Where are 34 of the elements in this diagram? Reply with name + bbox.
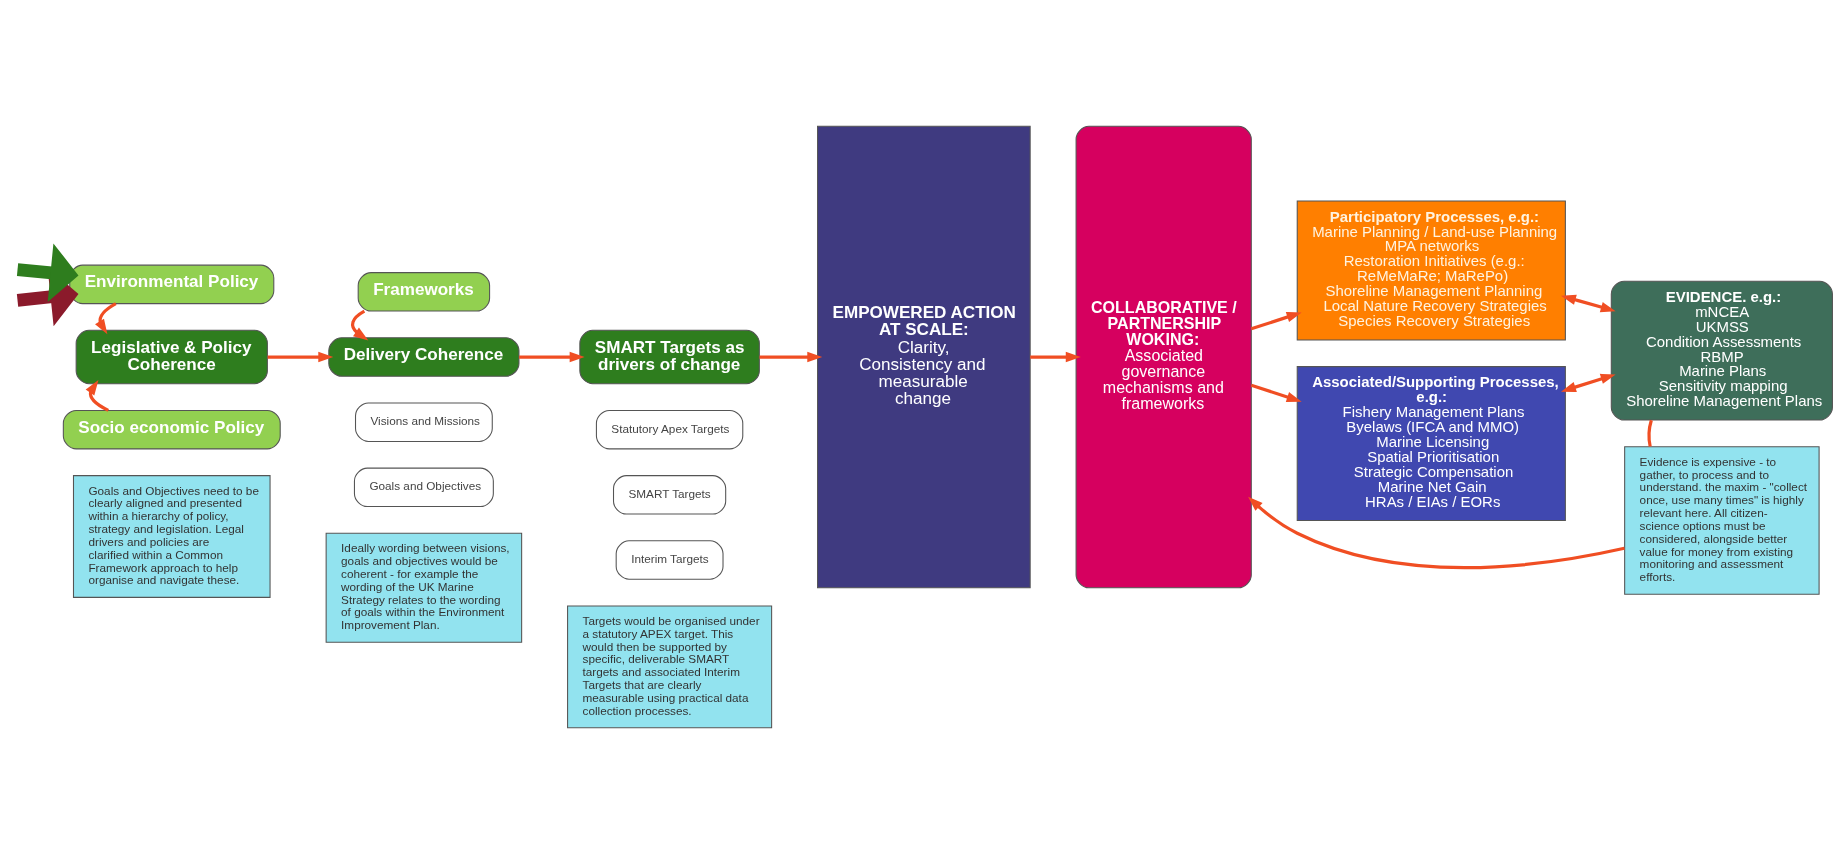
node-box: Goals and Objectives need to be clearly aligned and presented within a hierarchy of policy, strategy and legislation. Legal drivers and policies are clarified within a Common Framework approach to help organise and navigate these. (72, 474, 271, 598)
node-box: Targets would be organised under a statutory APEX target. This would then be supported by specific, deliverable SMART targets and associated Interim Targets that are clearly measurable using practical data collection processes. (566, 604, 772, 728)
node-box: Delivery Coherence (327, 336, 519, 377)
node-box: Frameworks (357, 271, 490, 312)
node-box: Environmental Policy (68, 264, 274, 304)
arrow (1560, 373, 1616, 392)
node-box: SMART Targets as drivers of change (578, 329, 760, 384)
arrow (1247, 496, 1625, 569)
arrow (518, 351, 585, 362)
node-box: EVIDENCE. e.g.: mNCEA UKMSS Condition Assessments RBMP Marine Plans Sensitivity mapping Shoreline Management Plans (1610, 280, 1833, 421)
arrow (267, 351, 333, 362)
node-box: Evidence is expensive - to gather, to process and to understand. the maxim - "collect once, use many times" is highly relevant here. All citizen-science options must be considered, alongside better value for money from existing monitoring and assessment efforts. (1623, 445, 1820, 595)
node-box: Associated/Supporting Processes, e.g.: Fishery Management Plans Byelaws (IFCA and MMO) Marine Licensing Spatial Prioritisation Strategic Compensation Marine Net Gain HRAs / EIAs / EORs (1296, 365, 1566, 521)
node-box: Ideally wording between visions, goals and objectives would be coherent - for example the wording of the UK Marine Strategy relates to the wording of goals within the Environment Improvement Plan. (325, 532, 522, 643)
arrow (350, 309, 368, 340)
arrow (759, 351, 822, 362)
arrow (94, 301, 117, 334)
arrow (1250, 383, 1302, 402)
connector (1646, 419, 1653, 447)
arrow (1029, 351, 1081, 362)
node-box: Participatory Processes, e.g.: Marine Planning / Land-use Planning MPA networks Restoration Initiatives (e.g.: ReMeMaRe; MaRePo) Shoreline Management Planning Local Nature Recovery Strategies Species Recovery Strategies (1296, 200, 1566, 340)
arrow (1560, 294, 1616, 312)
node-box: Interim Targets (615, 539, 724, 580)
node-box: SMART Targets (612, 474, 726, 515)
arrow (85, 379, 109, 412)
node-box: COLLABORATIVE / PARTNERSHIP WOKING: Associated governance mechanisms and frameworks (1075, 125, 1252, 588)
node-box: Socio economic Policy (62, 409, 281, 449)
node-box: Statutory Apex Targets (595, 409, 743, 449)
arrow (16, 242, 78, 302)
node-box: Legislative & Policy Coherence (75, 329, 268, 384)
node-box: Goals and Objectives (353, 467, 494, 507)
arrow (1250, 311, 1302, 330)
node-box: Visions and Missions (354, 401, 493, 442)
node-box: EMPOWERED ACTION AT SCALE: Clarity, Consistency and measurable change (816, 125, 1031, 588)
